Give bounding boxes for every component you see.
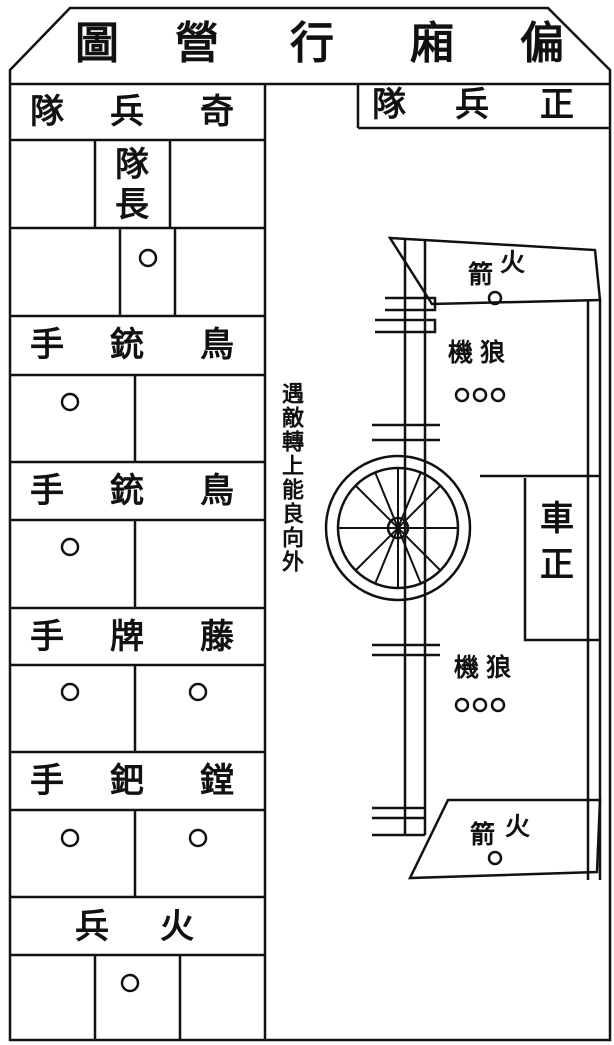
- cannon-bottom-char-2: 機: [454, 653, 480, 682]
- fire-arrow-bottom-char-2: 箭: [470, 820, 496, 849]
- cart-label-char-2: 車: [540, 499, 574, 539]
- title-char-3: 行: [290, 18, 334, 69]
- left-header-char-3: 隊: [30, 92, 64, 132]
- leader-char-2: 長: [115, 185, 149, 225]
- fire-arrow-top-char-1: 火: [500, 248, 526, 277]
- title-char-1: 偏: [520, 18, 564, 69]
- section2-char-2: 銃: [110, 471, 144, 511]
- section1-char-3: 手: [30, 325, 64, 365]
- section2-char-3: 手: [30, 471, 64, 511]
- title-char-2: 廂: [410, 18, 454, 69]
- section3-char-2: 牌: [110, 617, 144, 657]
- section1-char-1: 鳥: [200, 325, 234, 365]
- section5-char-2: 兵: [75, 907, 109, 947]
- left-header-char-2: 兵: [110, 92, 144, 132]
- cannon-top-char-2: 機: [448, 338, 474, 367]
- section3-char-1: 藤: [200, 617, 234, 657]
- leader-char-1: 隊: [115, 145, 149, 185]
- section1-char-2: 銃: [110, 325, 144, 365]
- section3-char-3: 手: [30, 617, 64, 657]
- fire-arrow-top-char-2: 箭: [468, 260, 494, 289]
- section4-char-3: 手: [30, 761, 64, 801]
- right-header-char-3: 隊: [372, 85, 406, 125]
- cart-label-char-1: 正: [540, 545, 574, 585]
- section4-char-2: 鈀: [110, 761, 144, 801]
- cannon-bottom-char-1: 狼: [486, 653, 512, 682]
- fire-arrow-bottom-char-1: 火: [505, 812, 531, 841]
- outer-border: [8, 6, 612, 1042]
- title-char-5: 圖: [75, 18, 119, 69]
- left-header-char-1: 奇: [200, 92, 234, 132]
- section2-char-1: 鳥: [200, 471, 234, 511]
- right-header-char-2: 兵: [455, 85, 489, 125]
- section5-char-1: 火: [160, 907, 194, 947]
- cannon-top-char-1: 狼: [480, 338, 506, 367]
- section4-char-1: 鏜: [200, 761, 234, 801]
- right-header-char-1: 正: [540, 85, 574, 125]
- vertical-note: 遇敵轉上能良向外: [278, 382, 304, 574]
- title-char-4: 營: [175, 18, 219, 69]
